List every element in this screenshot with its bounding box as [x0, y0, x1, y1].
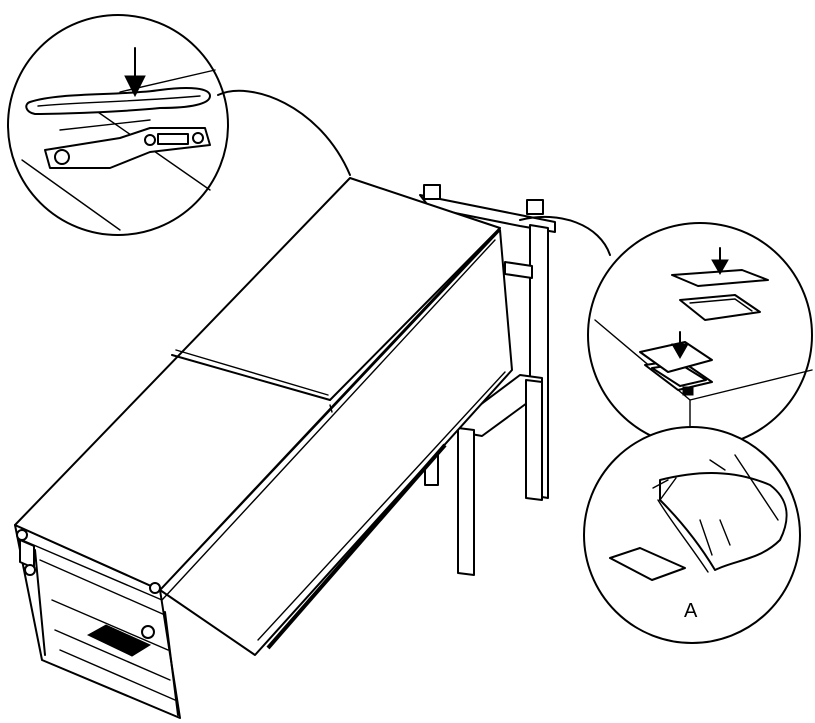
detail-magnifier-right — [519, 215, 813, 448]
detail-magnifier-a: A — [583, 426, 801, 644]
detail-magnifier-top-left — [7, 14, 351, 236]
support-stand — [419, 184, 556, 576]
callout-label-a: A — [684, 600, 698, 622]
printer-unit — [14, 177, 513, 719]
